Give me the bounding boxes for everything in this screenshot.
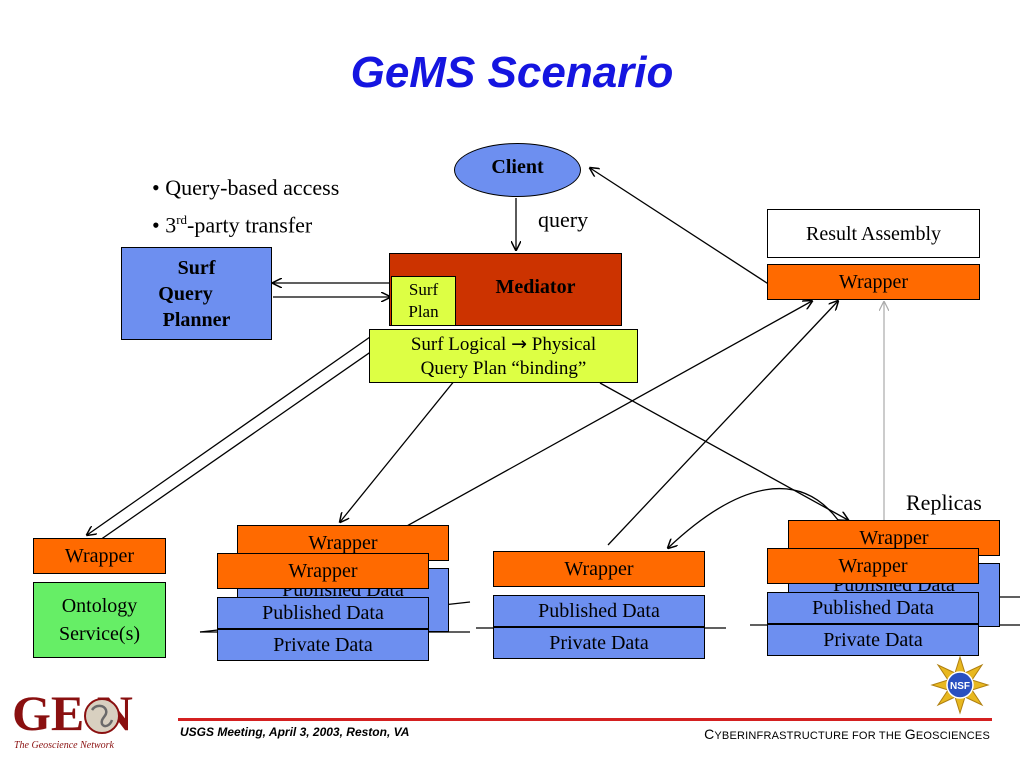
ontology-line: Service(s)	[58, 623, 141, 645]
binding-line-2: Query Plan “binding”	[420, 357, 587, 379]
source3-wrapper: Wrapper	[493, 551, 705, 587]
arrow-mediator-to-ontology	[87, 329, 381, 535]
surf-query-planner-box: Surf Query Planner	[121, 247, 272, 340]
replica-private-data: Private Data	[767, 624, 979, 656]
logo-subtitle: The Geoscience Network	[14, 740, 114, 751]
footer-tagline: CYBERINFRASTRUCTURE FOR THE GEOSCIENCES	[650, 726, 990, 742]
replicas-label: Replicas	[906, 490, 982, 515]
replica-published-data: Published Data	[767, 592, 979, 624]
ontology-service-box: Ontology Service(s)	[33, 582, 166, 658]
bullet-list: • Query-based access • 3rd-party transfe…	[152, 172, 339, 241]
surf-plan-line: Surf	[408, 280, 439, 299]
source3-published-data: Published Data	[493, 595, 705, 627]
arrow-source2-to-result	[359, 301, 812, 553]
planner-line: Planner	[162, 308, 231, 331]
arrow-source3-to-result	[607, 301, 838, 546]
source3-private-data: Private Data	[493, 627, 705, 659]
bullet-text: -party transfer	[187, 212, 313, 238]
source2-published-data: Published Data	[217, 597, 429, 629]
bullet-text: • 3	[152, 212, 177, 238]
query-label: query	[538, 207, 589, 232]
nsf-logo: NSF	[930, 655, 990, 715]
ontology-line: Ontology	[61, 595, 138, 617]
bullet-text: • Query-based access	[152, 175, 340, 200]
surf-plan-box: Surf Plan	[391, 276, 456, 326]
bullet-third-party: • 3rd-party transfer	[152, 204, 339, 241]
right-arrow-icon: →	[511, 332, 528, 355]
arrow-assembly-to-client	[590, 168, 771, 286]
surf-plan-line: Plan	[408, 302, 439, 321]
tagline-cap: C	[704, 726, 715, 742]
source2-wrapper: Wrapper	[217, 553, 429, 589]
footer-meeting-text: USGS Meeting, April 3, 2003, Reston, VA	[180, 725, 410, 739]
tagline-text: EOSCIENCES	[915, 730, 990, 742]
binding-text: Surf Logical	[410, 333, 512, 355]
result-wrapper-box: Wrapper	[767, 264, 980, 300]
arrow-replica-to-source3	[668, 488, 839, 548]
binding-text: Physical	[527, 333, 597, 355]
replica-wrapper: Wrapper	[767, 548, 979, 584]
bullet-superscript: rd	[176, 212, 188, 227]
bullet-query-access: • Query-based access	[152, 172, 339, 204]
slide-title: GeMS Scenario	[350, 48, 674, 97]
nsf-text: NSF	[950, 681, 970, 692]
binding-line-1: Surf Logical → Physical	[411, 332, 596, 357]
tagline-text: YBERINFRASTRUCTURE FOR THE	[714, 730, 905, 742]
line-ontology-to-mediator	[99, 334, 396, 541]
result-assembly-box: Result Assembly	[767, 209, 980, 258]
arrow-mediator-to-replica	[599, 382, 848, 520]
globe-icon	[84, 698, 120, 734]
ontology-wrapper-box: Wrapper	[33, 538, 166, 574]
tagline-cap: G	[904, 726, 916, 742]
arrow-mediator-to-source2	[340, 379, 456, 522]
binding-box: Surf Logical → Physical Query Plan “bind…	[369, 329, 638, 383]
client-node: Client	[454, 143, 581, 197]
planner-line: Query	[158, 282, 213, 305]
planner-line: Surf	[177, 256, 216, 279]
source2-private-data: Private Data	[217, 629, 429, 661]
footer-divider	[178, 718, 992, 721]
